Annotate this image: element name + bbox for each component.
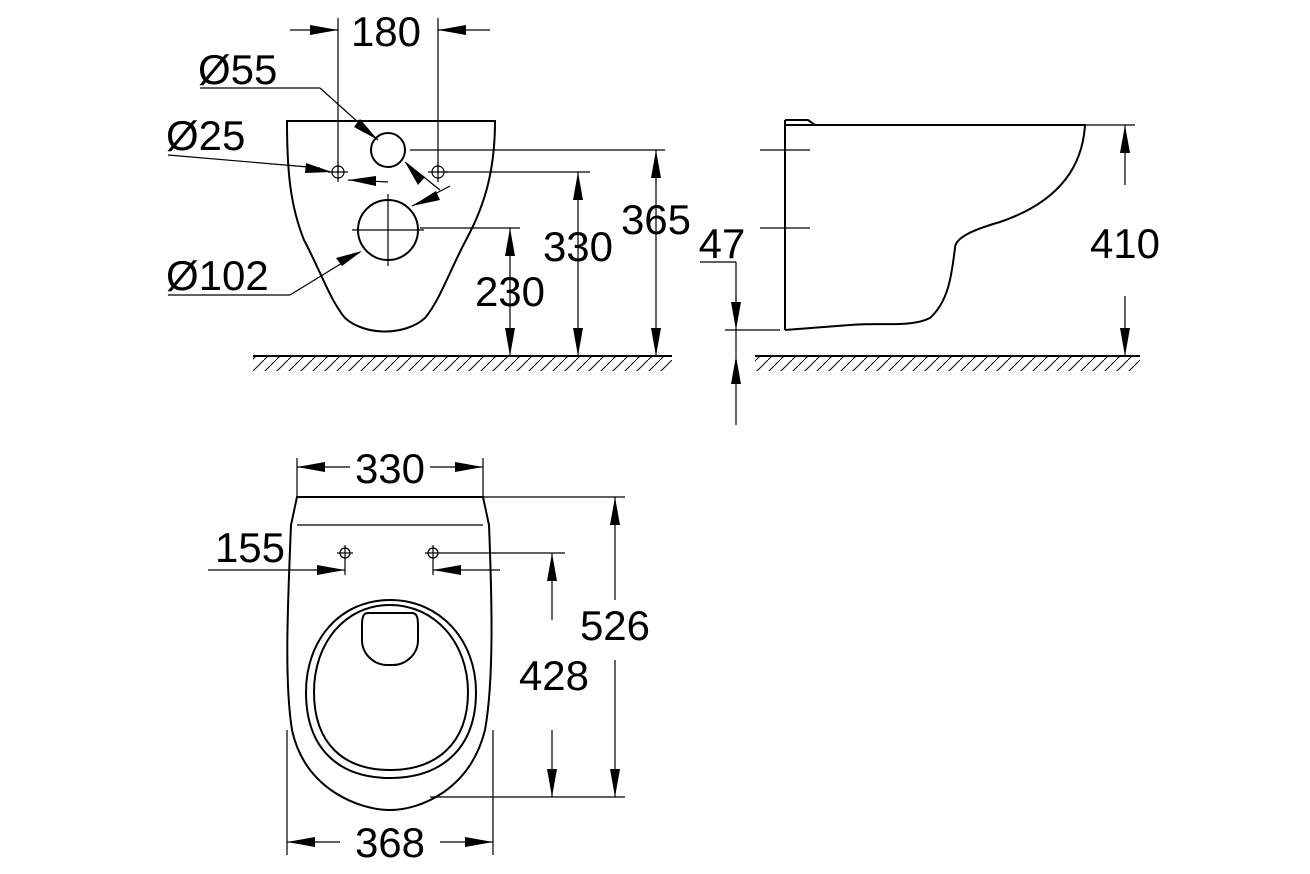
flush-opening	[361, 612, 419, 666]
dim-368: 368	[355, 819, 425, 866]
front-view: 180 Ø55 Ø25 Ø102 230 330	[166, 8, 691, 371]
seat-outline	[304, 598, 478, 780]
dim-330-top: 330	[355, 445, 425, 492]
dim-230: 230	[475, 268, 545, 315]
dim-428: 428	[519, 652, 589, 699]
hole-d55	[370, 132, 406, 168]
top-view: 330 155 526 428 368	[208, 445, 650, 866]
dim-155: 155	[215, 524, 285, 571]
bowl-top-outline	[286, 496, 493, 812]
floor-hatch-front	[253, 357, 672, 371]
bowl-front-outline	[285, 120, 497, 333]
bowl-side-profile	[784, 124, 1087, 331]
side-view: 47 410	[699, 119, 1160, 425]
dim-365: 365	[621, 196, 691, 243]
dim-d25: Ø25	[166, 112, 245, 159]
dim-330-front: 330	[543, 223, 613, 270]
dim-d55: Ø55	[198, 46, 277, 93]
dim-d102: Ø102	[166, 252, 269, 299]
dim-47: 47	[699, 220, 746, 267]
floor-hatch-side	[755, 357, 1140, 371]
dim-526: 526	[580, 602, 650, 649]
dim-410: 410	[1090, 220, 1160, 267]
seat-inner	[312, 603, 470, 772]
dim-180: 180	[351, 8, 421, 55]
